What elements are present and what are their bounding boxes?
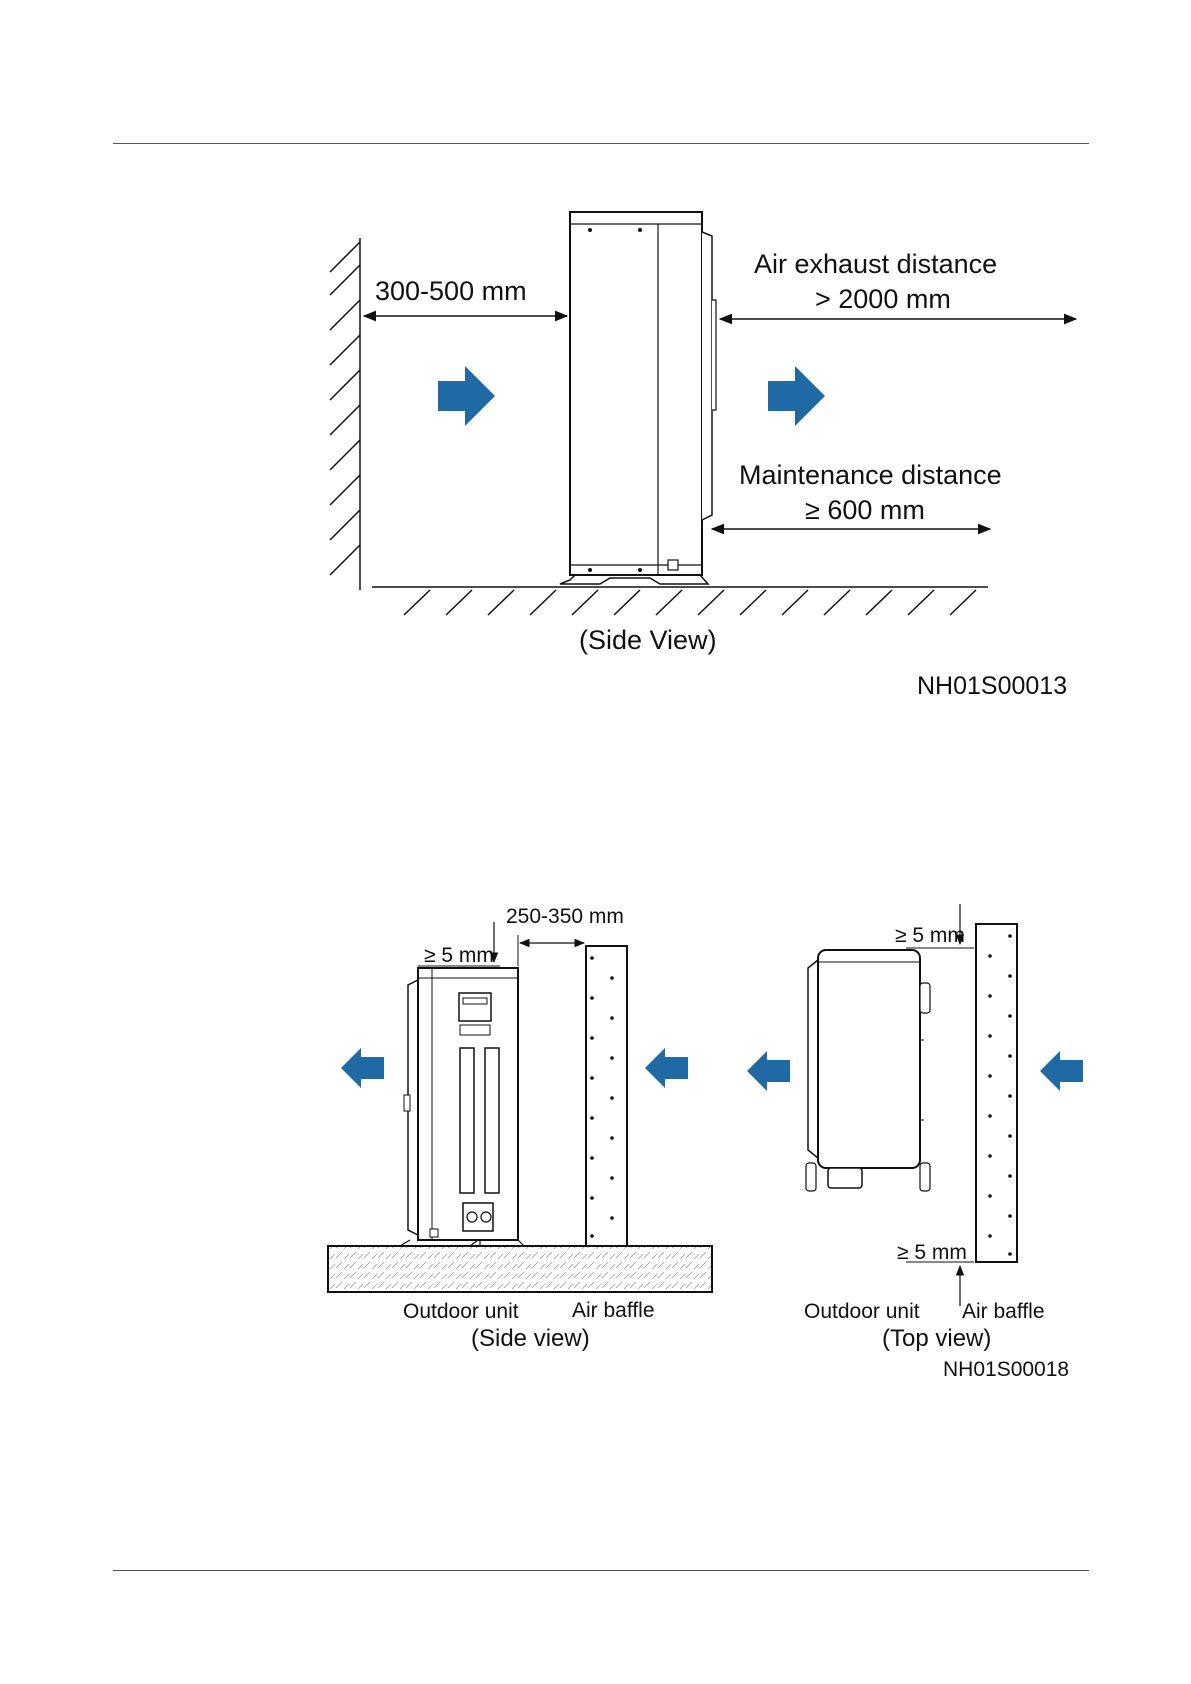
airflow-arrow-icon bbox=[341, 1048, 384, 1088]
view-caption: (Side View) bbox=[579, 627, 717, 654]
top-clearance-label: ≥ 5 mm bbox=[895, 925, 965, 946]
air-baffle-label: Air baffle bbox=[572, 1300, 655, 1321]
airflow-arrow-icon bbox=[1040, 1051, 1083, 1091]
air-baffle-label: Air baffle bbox=[962, 1301, 1045, 1322]
top-clearance-label: ≥ 5 mm bbox=[424, 945, 494, 966]
exhaust-distance-value: > 2000 mm bbox=[815, 286, 951, 313]
concrete-base bbox=[328, 1246, 712, 1292]
outdoor-unit-label: Outdoor unit bbox=[403, 1301, 519, 1322]
airflow-arrow-icon bbox=[747, 1051, 790, 1091]
outdoor-unit-label: Outdoor unit bbox=[804, 1301, 920, 1322]
figure2-side-view bbox=[328, 922, 712, 1292]
exhaust-distance-label: Air exhaust distance bbox=[754, 251, 997, 278]
figure-id: NH01S00013 bbox=[917, 674, 1067, 699]
air-baffle bbox=[976, 924, 1017, 1262]
air-baffle bbox=[586, 946, 627, 1246]
figure-id: NH01S00018 bbox=[943, 1359, 1069, 1380]
outdoor-unit-side bbox=[560, 212, 716, 584]
maintenance-distance-value: ≥ 600 mm bbox=[805, 497, 925, 524]
wall bbox=[330, 238, 360, 590]
view-caption: (Side view) bbox=[471, 1327, 590, 1351]
baffle-distance-label: 250-350 mm bbox=[506, 906, 624, 927]
ground bbox=[372, 587, 988, 615]
airflow-arrow-icon bbox=[645, 1048, 688, 1088]
view-caption: (Top view) bbox=[882, 1327, 991, 1351]
wall-distance-label: 300-500 mm bbox=[375, 278, 527, 305]
airflow-arrow-icon bbox=[768, 366, 825, 426]
bottom-clearance-label: ≥ 5 mm bbox=[897, 1242, 967, 1263]
outdoor-unit-side bbox=[400, 968, 524, 1246]
outdoor-unit-top bbox=[806, 950, 930, 1191]
maintenance-distance-label: Maintenance distance bbox=[739, 462, 1002, 489]
airflow-arrow-icon bbox=[438, 366, 495, 426]
